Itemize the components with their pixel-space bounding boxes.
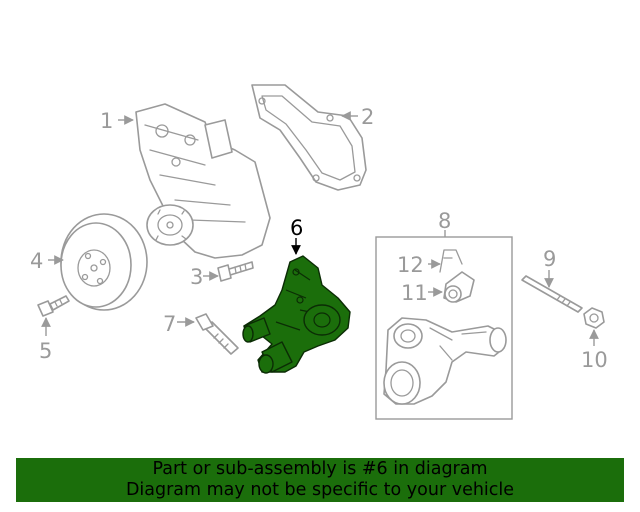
clip-part-12[interactable] bbox=[439, 249, 463, 273]
sensor-part-11[interactable] bbox=[443, 271, 475, 303]
bolt-part-5[interactable] bbox=[37, 295, 70, 317]
callout-5: 5 bbox=[39, 339, 52, 363]
callout-8: 8 bbox=[438, 209, 451, 233]
pulley-part-4[interactable] bbox=[60, 213, 148, 311]
callout-12: 12 bbox=[397, 253, 424, 277]
gasket-part-2[interactable] bbox=[251, 84, 367, 191]
banner-line-1: Part or sub-assembly is #6 in diagram bbox=[152, 459, 488, 479]
callout-9: 9 bbox=[543, 247, 556, 271]
callout-6: 6 bbox=[290, 216, 303, 240]
part-notice-banner: Part or sub-assembly is #6 in diagram Di… bbox=[16, 458, 624, 502]
sub-assembly-box-part-8 bbox=[375, 236, 513, 420]
thermostat-housing-assembly[interactable] bbox=[383, 317, 507, 405]
thermostat-housing-part-6[interactable] bbox=[242, 255, 351, 374]
callout-10: 10 bbox=[581, 348, 608, 372]
callout-3: 3 bbox=[190, 265, 203, 289]
callout-1: 1 bbox=[100, 109, 113, 133]
bolt-part-7[interactable] bbox=[195, 313, 239, 355]
water-pump-part-1[interactable] bbox=[135, 103, 271, 259]
callout-11: 11 bbox=[401, 281, 428, 305]
nut-part-10[interactable] bbox=[583, 307, 605, 329]
callout-7: 7 bbox=[163, 312, 176, 336]
stud-part-9[interactable] bbox=[521, 275, 583, 313]
bolt-part-3[interactable] bbox=[217, 261, 254, 282]
banner-line-2: Diagram may not be specific to your vehi… bbox=[125, 480, 515, 500]
callout-4: 4 bbox=[30, 249, 43, 273]
callout-2: 2 bbox=[361, 105, 374, 129]
